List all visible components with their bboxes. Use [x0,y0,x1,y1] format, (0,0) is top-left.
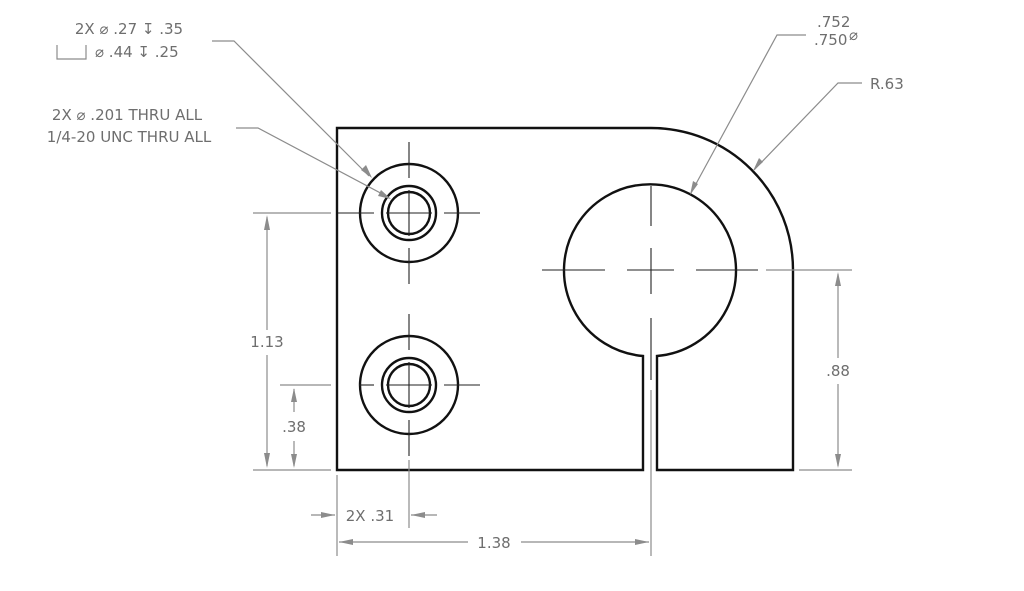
dimensions: 1.13 .38 .88 2X .31 1.38 [250,212,852,556]
dim-right-height: .88 [826,362,850,380]
bore-centerlines [542,186,758,380]
callout-bore-lower: .750 [814,31,847,49]
callouts: 2X ⌀ .27 ↧ .35 ⌀ .44 ↧ .25 2X ⌀ .201 THR… [47,13,904,199]
callout-tapped-line2: 1/4-20 UNC THRU ALL [47,128,212,146]
dim-lower-hole-height: .38 [282,418,306,436]
callout-counterbore-line1: 2X ⌀ .27 ↧ .35 [75,20,183,38]
callout-bore-upper: .752 [817,13,850,31]
callout-counterbore-line2: ⌀ .44 ↧ .25 [95,43,179,61]
callout-radius: R.63 [870,75,904,93]
tap-major-circle [380,184,438,242]
dim-overall-to-slot: 1.38 [477,534,510,552]
dim-left-height: 1.13 [250,333,283,351]
dim-hole-offset: 2X .31 [346,507,394,525]
counterbore-hole-lower [358,314,480,456]
counterbore-hole-upper [338,142,480,284]
callout-tapped-line1: 2X ⌀ .201 THRU ALL [52,106,203,124]
diameter-symbol-icon: ⌀ [849,26,858,44]
part-outline [335,126,795,472]
part-body-outline [335,126,795,472]
tap-major-circle [380,356,438,414]
counterbore-symbol-icon [56,45,87,60]
